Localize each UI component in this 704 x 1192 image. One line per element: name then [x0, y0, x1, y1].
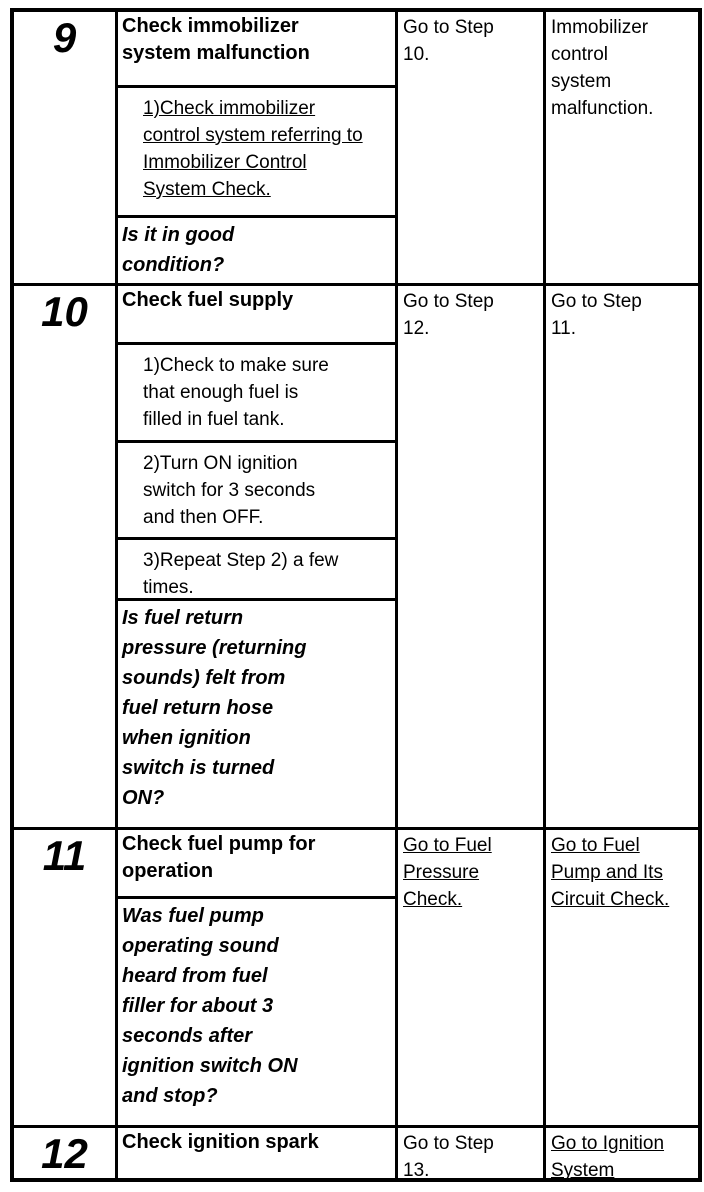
action-cell: Check fuel supply 1)Check to make sure t…	[118, 286, 398, 827]
action-title: Check immobilizer system malfunction	[118, 12, 395, 88]
step-number-cell: 10	[14, 286, 118, 827]
yes-cell: Go to Step 10.	[398, 12, 546, 283]
no-cell: Immobilizer control system malfunction.	[551, 17, 654, 119]
yes-cell: Go to Step 13.	[398, 1128, 546, 1178]
step-number-cell: 12	[14, 1128, 118, 1178]
table-row-step-10: 10 Check fuel supply 1)Check to make sur…	[14, 286, 698, 830]
action-title: Check fuel supply	[118, 286, 395, 345]
action-cell: Check immobilizer system malfunction 1)C…	[118, 12, 398, 283]
action-substep-1: 1)Check to make sure that enough fuel is…	[118, 345, 395, 443]
table-row-step-12: 12 Check ignition spark Go to Step 13. G…	[14, 1128, 698, 1178]
table-row-step-9: 9 Check immobilizer system malfunction 1…	[14, 12, 698, 286]
action-substep-3: 3)Repeat Step 2) a few times.	[118, 540, 395, 601]
action-title: Check ignition spark	[122, 1131, 319, 1153]
no-cell-link-ignition-system[interactable]: Go to Ignition System	[551, 1133, 665, 1178]
yes-cell-link-fuel-pressure-check[interactable]: Go to Fuel Pressure Check.	[398, 830, 546, 1125]
step-number: 9	[52, 14, 77, 61]
step-number: 10	[41, 288, 88, 335]
action-substep-2: 2)Turn ON ignition switch for 3 seconds …	[118, 443, 395, 540]
step-number: 12	[41, 1130, 88, 1177]
action-cell: Check ignition spark	[118, 1128, 398, 1178]
action-title: Check fuel pump for operation	[118, 830, 395, 899]
step-number-cell: 11	[14, 830, 118, 1125]
step-number-cell: 9	[14, 12, 118, 283]
action-cell: Check fuel pump for operation Was fuel p…	[118, 830, 398, 1125]
troubleshooting-table: 9 Check immobilizer system malfunction 1…	[10, 8, 702, 1182]
no-cell: Go to Step 11.	[551, 291, 642, 339]
action-question: Is fuel return pressure (returning sound…	[122, 607, 307, 809]
no-cell-link-fuel-pump-circuit-check[interactable]: Go to Fuel Pump and Its Circuit Check.	[551, 835, 670, 910]
action-question: Is it in good condition?	[122, 224, 235, 276]
substep-link-immobilizer-control-system-check[interactable]: 1)Check immobilizer control system refer…	[118, 88, 395, 218]
step-number: 11	[42, 832, 87, 879]
action-question: Was fuel pump operating sound heard from…	[122, 905, 298, 1107]
yes-cell: Go to Step 12.	[398, 286, 546, 827]
table-row-step-11: 11 Check fuel pump for operation Was fue…	[14, 830, 698, 1128]
